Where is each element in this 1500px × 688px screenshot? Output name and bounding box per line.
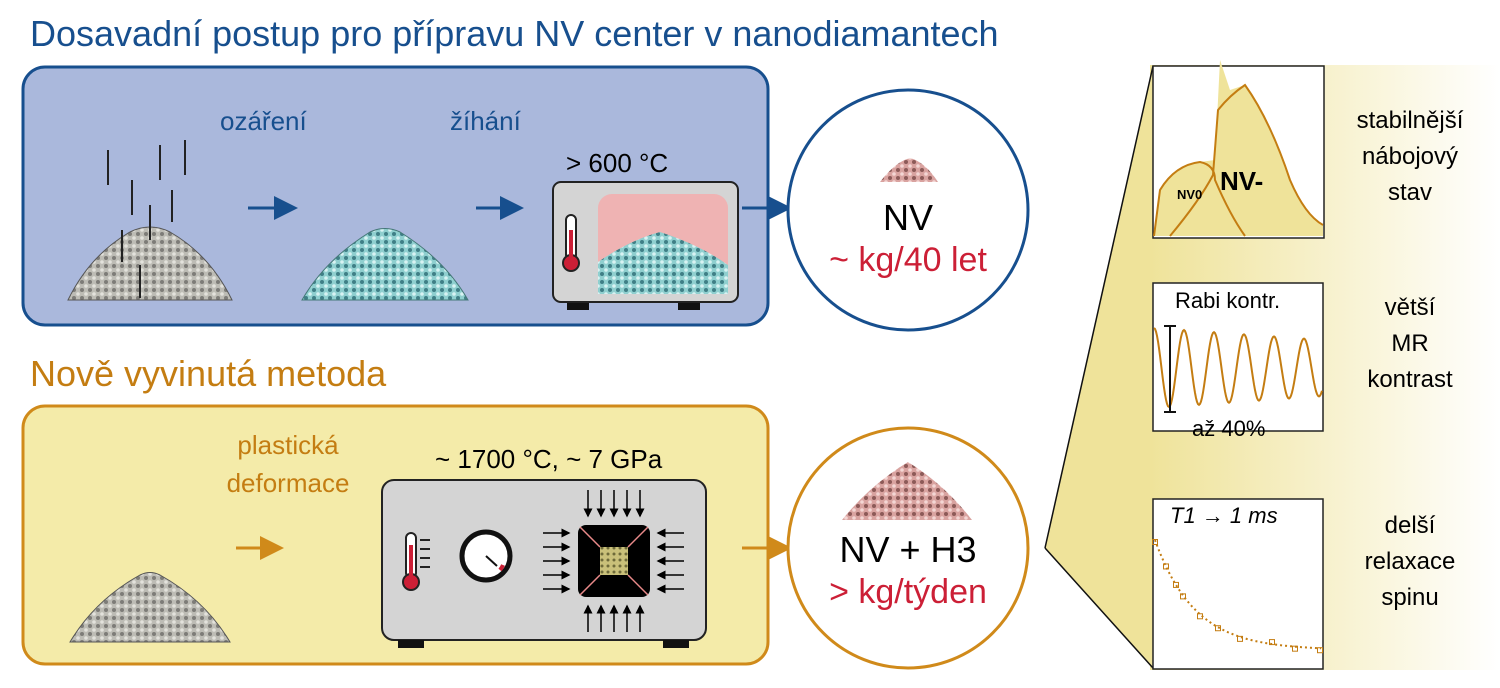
t1-data-point	[1215, 625, 1221, 632]
t1-data-point	[1292, 645, 1298, 652]
t1-plot	[1152, 498, 1324, 670]
benefit-2-text: větší MR kontrast	[1367, 290, 1452, 398]
oven-icon	[552, 181, 739, 310]
nv0-label: NV0	[1177, 187, 1203, 202]
rabi-title: Rabi kontr.	[1175, 288, 1281, 313]
benefit-3-line: relaxace	[1364, 548, 1456, 575]
benefit-2-line: MR	[1391, 330, 1429, 357]
t1-data-point	[1163, 563, 1169, 570]
step-deformation-line2: deformace	[226, 468, 350, 498]
new-method-title: Nově vyvinutá metoda	[30, 353, 387, 394]
t1-data-point	[1152, 539, 1158, 545]
benefit-3-text: delší relaxace spinu	[1365, 508, 1456, 616]
benefit-1-line: stav	[1387, 179, 1433, 206]
t1-data-point	[1180, 593, 1186, 600]
rabi-note: až 40%	[1192, 416, 1266, 441]
annealing-temperature: > 600 °C	[566, 148, 669, 178]
benefit-2-line: větší	[1384, 294, 1436, 321]
old-result-rate: ~ kg/40 let	[829, 241, 987, 279]
rabi-plot	[1152, 282, 1324, 432]
t1-data-point	[1269, 639, 1275, 646]
step-deformation-line1: plastická	[237, 430, 339, 460]
t1-data-point	[1173, 581, 1179, 588]
old-result-circle	[786, 88, 1030, 332]
new-result-rate: > kg/týden	[829, 573, 987, 611]
old-result-label: NV	[882, 197, 934, 238]
irradiated-pile	[67, 140, 233, 301]
grey-pile	[69, 572, 231, 643]
benefit-2-line: kontrast	[1367, 366, 1453, 393]
step-irradiation-label: ozáření	[220, 106, 307, 136]
press-icon	[381, 479, 707, 648]
t1-title: T1 → 1 ms	[1170, 503, 1278, 528]
benefit-1-line: stabilnější	[1356, 107, 1464, 134]
new-result-pile	[842, 462, 972, 520]
old-result-pile	[880, 158, 938, 182]
charge-state-plot	[1152, 60, 1325, 239]
old-method-title: Dosavadní postup pro přípravu NV center …	[30, 13, 999, 54]
new-result-label: NV + H3	[839, 529, 977, 570]
t1-data-point	[1237, 635, 1243, 642]
t1-data-point	[1317, 647, 1323, 654]
press-conditions: ~ 1700 °C, ~ 7 GPa	[435, 444, 663, 474]
benefit-3-line: spinu	[1381, 584, 1439, 611]
benefit-1-line: nábojový	[1361, 143, 1459, 170]
new-result-circle	[786, 426, 1030, 670]
benefit-3-line: delší	[1384, 512, 1436, 539]
nv-minus-label: NV-	[1220, 166, 1264, 196]
step-annealing-label: žíhání	[450, 106, 521, 136]
benefit-1-text: stabilnější nábojový stav	[1357, 103, 1464, 211]
t1-data-point	[1197, 613, 1203, 620]
irradiated-cyan-pile	[301, 228, 469, 301]
